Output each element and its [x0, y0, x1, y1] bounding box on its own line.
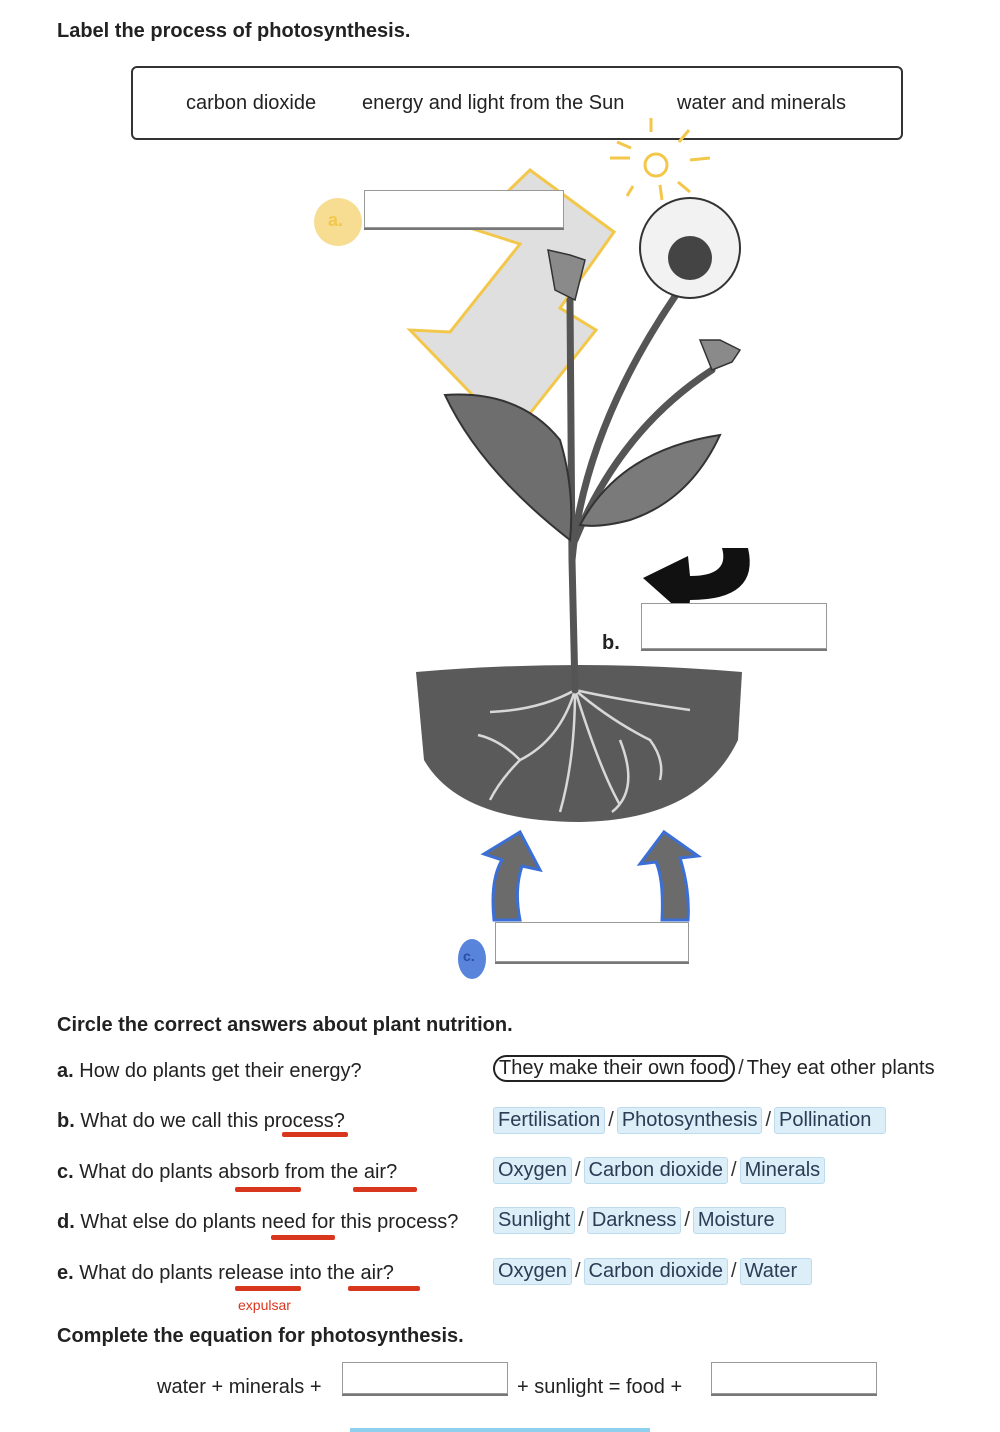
options-c: Oxygen/Carbon dioxide/Minerals	[493, 1157, 826, 1184]
option[interactable]: Carbon dioxide	[583, 1157, 729, 1184]
option-separator: /	[684, 1209, 690, 1231]
section-title-circle-answers: Circle the correct answers about plant n…	[57, 1014, 513, 1036]
question-letter: b.	[57, 1110, 75, 1132]
section-title-equation: Complete the equation for photosynthesis…	[57, 1325, 464, 1347]
question-letter: a.	[57, 1060, 74, 1082]
question-a: a. How do plants get their energy?	[57, 1060, 362, 1083]
option-circled[interactable]: They make their own food	[493, 1055, 736, 1082]
question-text: What else do plants need for this proces…	[80, 1211, 459, 1233]
label-c: c.	[463, 948, 475, 964]
options-d: Sunlight/Darkness/Moisture	[493, 1207, 786, 1234]
question-text: What do plants absorb from the air?	[79, 1161, 398, 1183]
question-b: b. What do we call this process?	[57, 1110, 345, 1133]
question-text: What do plants release into the air?	[79, 1262, 394, 1284]
question-letter: d.	[57, 1211, 75, 1233]
option[interactable]: Sunlight	[493, 1207, 576, 1234]
red-underline	[271, 1235, 335, 1240]
up-arrow-icon	[480, 829, 703, 922]
option[interactable]: Water	[739, 1258, 813, 1285]
plant-illustration	[314, 118, 750, 979]
options-a: They make their own food/They eat other …	[493, 1055, 935, 1082]
equation-answer-box-1[interactable]	[342, 1362, 508, 1394]
equation-part-1: water + minerals +	[157, 1376, 322, 1398]
option[interactable]: Minerals	[739, 1157, 826, 1184]
question-letter: e.	[57, 1262, 74, 1284]
down-arrow-icon	[406, 168, 617, 439]
option-separator: /	[574, 1260, 581, 1282]
option-separator: /	[765, 1109, 772, 1131]
option[interactable]: Carbon dioxide	[583, 1258, 729, 1285]
red-underline	[235, 1286, 301, 1291]
option[interactable]: Photosynthesis	[616, 1107, 763, 1134]
option-separator: /	[574, 1159, 581, 1181]
answer-box-a[interactable]	[364, 190, 564, 228]
label-b: b.	[602, 632, 620, 654]
equation-answer-box-2[interactable]	[711, 1362, 877, 1394]
red-underline	[353, 1187, 417, 1192]
equation-part-2: + sunlight = food +	[517, 1376, 683, 1398]
option[interactable]: Moisture	[692, 1207, 786, 1234]
curved-arrow-icon	[643, 548, 750, 618]
option[interactable]: Oxygen	[493, 1157, 572, 1184]
bottom-bar	[350, 1428, 650, 1432]
flower-head	[639, 197, 741, 299]
question-text: What do we call this process?	[80, 1110, 345, 1132]
question-letter: c.	[57, 1161, 74, 1183]
word-bank	[131, 66, 903, 140]
option-separator: /	[608, 1109, 614, 1131]
option[interactable]: Darkness	[586, 1207, 682, 1234]
word-bank-item[interactable]: water and minerals	[677, 92, 846, 114]
option-separator: /	[731, 1260, 737, 1282]
question-c: c. What do plants absorb from the air?	[57, 1161, 397, 1184]
option-separator: /	[738, 1057, 744, 1079]
red-underline	[235, 1187, 301, 1192]
handwritten-note: expulsar	[238, 1297, 291, 1313]
question-d: d. What else do plants need for this pro…	[57, 1211, 458, 1234]
options-e: Oxygen/Carbon dioxide/Water	[493, 1258, 813, 1285]
question-e: e. What do plants release into the air?	[57, 1262, 394, 1285]
word-bank-item[interactable]: carbon dioxide	[186, 92, 317, 114]
option[interactable]: They eat other plants	[746, 1057, 935, 1079]
answer-box-c[interactable]	[495, 922, 689, 962]
answer-box-b[interactable]	[641, 603, 827, 649]
section-title-label-process: Label the process of photosynthesis.	[57, 20, 411, 42]
option[interactable]: Pollination	[774, 1107, 887, 1134]
option-separator: /	[731, 1159, 737, 1181]
options-b: Fertilisation/Photosynthesis/Pollination	[493, 1107, 887, 1134]
soil	[416, 665, 742, 822]
word-bank-item[interactable]: energy and light from the Sun	[362, 92, 625, 114]
question-text: How do plants get their energy?	[79, 1060, 362, 1082]
red-underline	[282, 1132, 348, 1137]
label-a: a.	[328, 210, 344, 230]
option-separator: /	[578, 1209, 584, 1231]
sun-icon	[610, 118, 711, 201]
option[interactable]: Oxygen	[493, 1258, 572, 1285]
option[interactable]: Fertilisation	[493, 1107, 606, 1134]
red-underline	[348, 1286, 420, 1291]
